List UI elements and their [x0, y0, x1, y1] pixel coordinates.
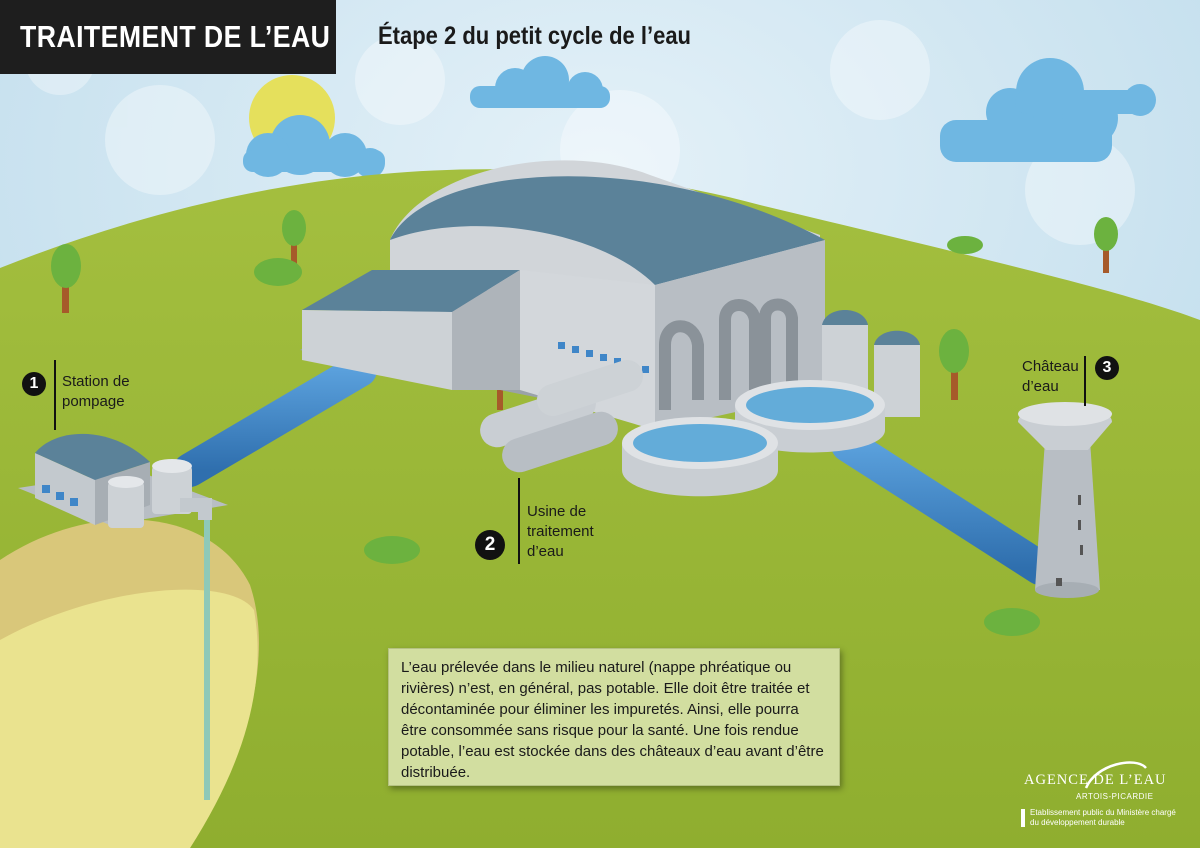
step-3-line — [1084, 356, 1086, 406]
info-text-box: L’eau prélevée dans le milieu naturel (n… — [388, 648, 840, 786]
step-1-label: Station de pompage — [62, 373, 130, 410]
step-1-line — [54, 360, 56, 430]
logo-swoosh-icon — [1084, 761, 1147, 789]
water-tower — [1018, 402, 1112, 598]
step-2-line — [518, 478, 520, 564]
step-2-label: Usine de traitement d’eau — [527, 503, 594, 560]
agence-logo: AGENCE DE L’EAU ARTOIS-PICARDIE Etabliss… — [1016, 758, 1186, 834]
well-pipe — [204, 520, 210, 800]
pipe-to-water-tower — [831, 428, 1057, 585]
step-2-badge: 2 — [475, 530, 505, 560]
treatment-factory — [300, 160, 825, 430]
step-3-label: Château d’eau — [1022, 358, 1079, 395]
cloud-left — [243, 115, 385, 178]
page-title: TRAITEMENT DE L’EAU — [20, 19, 331, 54]
pumping-station — [18, 433, 228, 528]
title-banner: TRAITEMENT DE L’EAU — [0, 0, 336, 74]
pipe-to-factory — [173, 353, 377, 487]
cloud-middle — [470, 56, 610, 108]
logo-region: ARTOIS-PICARDIE — [1076, 792, 1154, 801]
logo-name: AGENCE DE L’EAU — [1024, 772, 1167, 788]
step-1-badge: 1 — [22, 372, 46, 396]
page-subtitle: Étape 2 du petit cycle de l’eau — [378, 22, 692, 50]
settling-basins — [622, 380, 885, 497]
cloud-right — [940, 58, 1156, 162]
logo-bar — [1021, 809, 1025, 827]
step-3-badge: 3 — [1095, 356, 1119, 380]
logo-tagline: Etablissement public du Ministère chargé… — [1030, 808, 1176, 827]
horizontal-tanks — [480, 359, 644, 473]
aquifer-layer — [0, 589, 258, 848]
